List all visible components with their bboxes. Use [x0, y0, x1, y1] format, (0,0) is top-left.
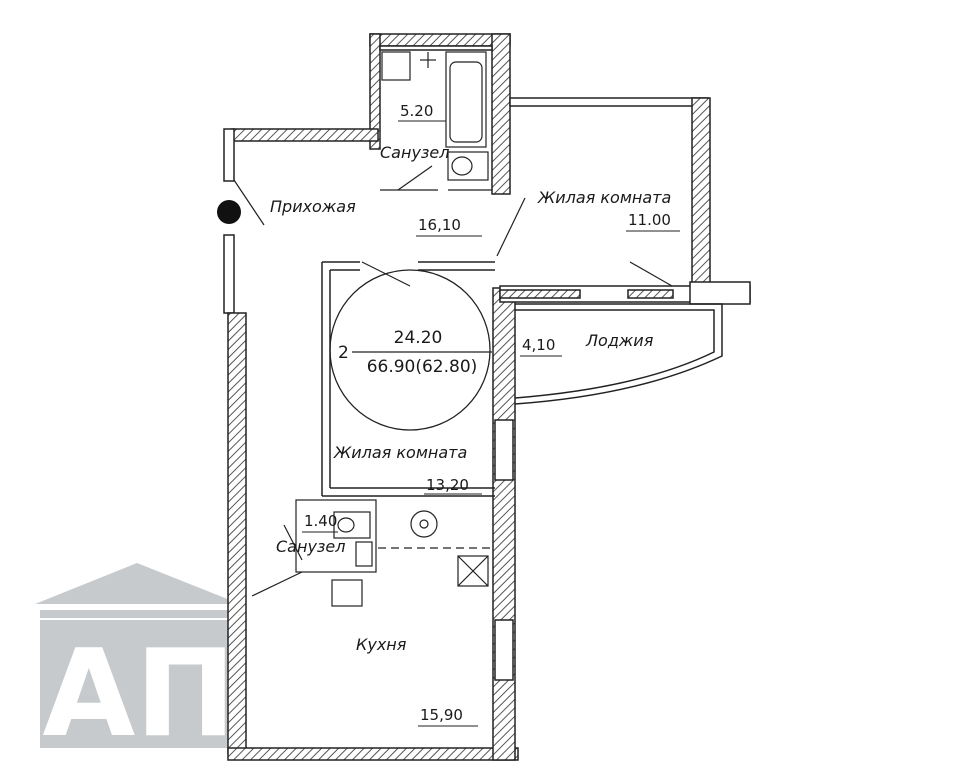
kitchen-name: Кухня [356, 635, 407, 654]
ventilation-box [331, 579, 363, 607]
sink-kitchen [410, 510, 438, 538]
small-bathroom [283, 499, 377, 573]
summary-rooms-count: 2 [338, 343, 349, 363]
living-room-2-name: Жилая комната [333, 443, 467, 462]
loggia-area: 4,10 [522, 336, 555, 354]
loggia-name: Лоджия [585, 331, 654, 350]
bathroom-top-name: Санузел [380, 143, 449, 162]
watermark-text: АП [42, 625, 235, 764]
wall-bath-top [369, 33, 511, 47]
wall-lr1-right [691, 97, 711, 299]
small-bathroom-name: Санузел [276, 537, 345, 556]
wall-bath-right [491, 33, 511, 195]
window-right-1 [494, 419, 514, 481]
room-labels: 5.20 Санузел Прихожая 16,10 Жилая комнат… [270, 102, 680, 727]
window-right-2 [494, 619, 514, 681]
kitchen-fixtures [331, 510, 490, 607]
bath-fixtures [380, 51, 492, 191]
wall-lr1-corner [689, 281, 751, 305]
walls [223, 33, 751, 761]
summary-total-area: 66.90(62.80) [367, 357, 478, 377]
wall-lr1-bottom-seg [499, 289, 581, 299]
wall-lr1-bottom-seg2 [627, 289, 674, 299]
summary-circle: 2 24.20 66.90(62.80) [329, 269, 492, 431]
living-room-1-name: Жилая комната [537, 188, 671, 207]
loggia-outline [514, 303, 723, 405]
living-room-2-area: 13,20 [426, 476, 469, 494]
kitchen-area: 15,90 [420, 706, 463, 724]
wall-right [492, 287, 516, 761]
entrance-marker [217, 200, 241, 224]
wall-bath-inner [379, 45, 493, 51]
stove [457, 555, 489, 587]
bathtub [445, 51, 487, 148]
wall-hall-left-top [223, 128, 235, 182]
door-lines [233, 179, 673, 597]
hallway-area: 16,10 [418, 216, 461, 234]
small-bathroom-area: 1.40 [304, 512, 337, 530]
summary-living-area: 24.20 [394, 328, 443, 348]
wall-left-upper [223, 234, 235, 314]
wall-bath-left [369, 33, 381, 150]
bathroom-top-area: 5.20 [400, 102, 433, 120]
wall-hall-top [231, 128, 379, 142]
hallway-name: Прихожая [270, 197, 356, 216]
wall-lr1-top [509, 97, 709, 107]
living-room-1-area: 11.00 [628, 211, 671, 229]
watermark-logo: АП [35, 563, 240, 764]
sink-top [447, 151, 489, 181]
washing-machine [381, 51, 411, 81]
wall-bottom [227, 747, 519, 761]
wall-left [227, 312, 247, 754]
